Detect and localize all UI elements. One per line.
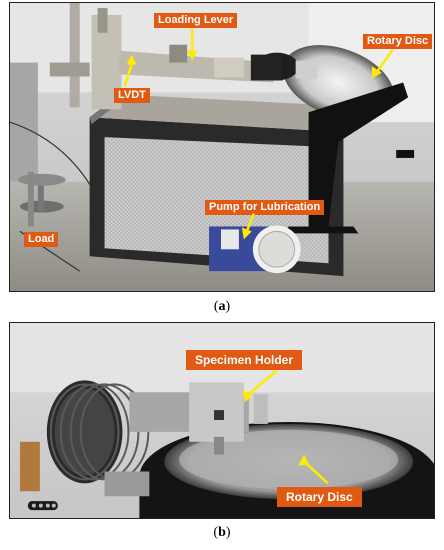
tribometer-photo <box>10 3 434 291</box>
label-rotary-disc: Rotary Disc <box>363 34 433 49</box>
photo-panel-b: Specimen Holder Rotary Disc <box>9 322 435 519</box>
arrow-rotary-disc <box>376 48 394 72</box>
label-lvdt: LVDT <box>114 88 150 103</box>
label-pump-for-lubrication: Pump for Lubrication <box>205 200 325 215</box>
caption-b: (b) <box>213 525 231 540</box>
label-load: Load <box>24 232 59 247</box>
arrow-pump <box>245 213 255 232</box>
arrow-specimen-holder <box>247 369 278 396</box>
arrow-rotary-disc-b <box>303 460 329 485</box>
label-loading-lever: Loading Lever <box>154 13 238 28</box>
label-rotary-disc-b: Rotary Disc <box>277 487 362 507</box>
caption-a: (a) <box>213 299 231 314</box>
annotation-arrows-a <box>123 28 394 240</box>
annotation-arrows-b <box>242 369 329 485</box>
photo-panel-a: Loading Lever Rotary Disc LVDT Pump for … <box>9 2 435 292</box>
label-specimen-holder: Specimen Holder <box>186 350 303 370</box>
arrow-lvdt <box>123 64 133 87</box>
